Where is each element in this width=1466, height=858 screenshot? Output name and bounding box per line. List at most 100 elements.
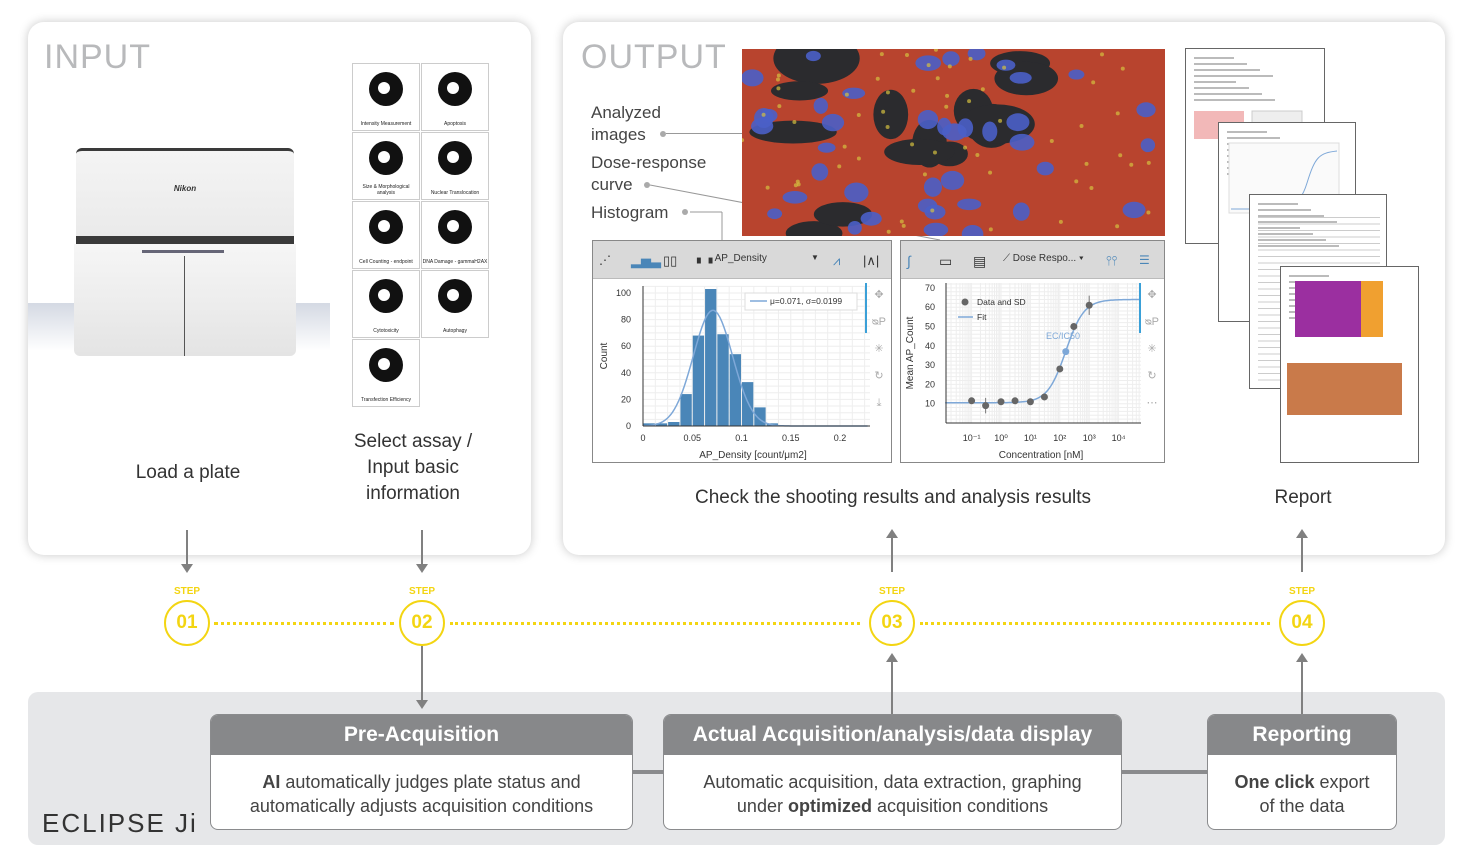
granule bbox=[904, 52, 909, 57]
cell-nucleus bbox=[924, 204, 946, 220]
assay-label: Transfection Efficiency bbox=[360, 397, 412, 403]
granule bbox=[1120, 66, 1125, 71]
leader-dot bbox=[660, 131, 666, 137]
granule bbox=[947, 64, 952, 69]
x-tick-label: 0.1 bbox=[735, 433, 748, 443]
arrow-head bbox=[416, 700, 428, 709]
zoom-icon[interactable]: ᴓP bbox=[872, 316, 886, 328]
error-bar-icon[interactable]: ⫯⫯ bbox=[1106, 253, 1118, 268]
granule bbox=[910, 142, 915, 147]
histogram-bar bbox=[668, 422, 680, 426]
background-gap bbox=[773, 49, 860, 84]
assay-option[interactable]: Autophagy bbox=[421, 270, 489, 338]
output-title: OUTPUT bbox=[581, 38, 727, 76]
granule bbox=[1115, 224, 1120, 229]
label-line: curve bbox=[591, 175, 633, 194]
granule bbox=[998, 118, 1003, 123]
report-page bbox=[1280, 266, 1419, 463]
distribution-fit-icon[interactable]: ⩘ bbox=[833, 253, 841, 268]
cell-nucleus bbox=[847, 221, 862, 235]
chart-type-dropdown[interactable]: ⟋ Dose Respo... ▾ bbox=[1003, 253, 1084, 264]
cell-nucleus bbox=[817, 142, 836, 153]
granule bbox=[926, 63, 931, 68]
scatter-plot-icon[interactable]: ⋰ bbox=[599, 253, 611, 267]
window-icon[interactable]: ▭ bbox=[939, 253, 953, 269]
eclipse-ji-label: ECLIPSE Ji bbox=[42, 808, 198, 838]
x-tick-label: 0.05 bbox=[683, 433, 701, 443]
step-02: 02 bbox=[399, 600, 445, 646]
granule bbox=[1146, 160, 1151, 165]
dotted-arrow-1-2 bbox=[214, 622, 394, 625]
assay-option[interactable]: Cytotoxicity bbox=[352, 270, 420, 338]
reset-icon[interactable]: ✳ bbox=[874, 343, 883, 355]
assay-option[interactable]: Transfection Efficiency bbox=[352, 339, 420, 407]
assay-label: Autophagy bbox=[443, 328, 467, 334]
x-tick-label: 10² bbox=[1053, 433, 1066, 443]
granule bbox=[899, 219, 904, 224]
refresh-icon[interactable]: ↻ bbox=[874, 370, 883, 382]
granule bbox=[930, 208, 935, 213]
load-plate-caption: Load a plate bbox=[135, 462, 241, 483]
arrow-box3-up bbox=[1301, 660, 1303, 714]
dropdown-value: Dose Respo... bbox=[1012, 253, 1077, 264]
granule bbox=[792, 119, 797, 124]
granule bbox=[1074, 179, 1079, 184]
x-axis-label: Concentration [nM] bbox=[999, 450, 1084, 461]
box-title: Actual Acquisition/analysis/data display bbox=[664, 715, 1121, 755]
y-tick-label: 100 bbox=[616, 288, 631, 298]
leader-dot bbox=[644, 182, 650, 188]
cell-icon bbox=[369, 279, 403, 313]
legend-text: Data and SD bbox=[977, 297, 1026, 307]
report-icon[interactable]: ▤ bbox=[973, 253, 987, 269]
assay-option[interactable]: Intensity Measurement bbox=[352, 63, 420, 131]
box-title: Pre-Acquisition bbox=[211, 715, 632, 755]
assay-option[interactable]: Nuclear Translocation bbox=[421, 132, 489, 200]
reset-icon[interactable]: ✳ bbox=[1147, 343, 1156, 355]
cell-icon bbox=[438, 72, 472, 106]
zoom-icon[interactable]: ᴓP bbox=[1145, 316, 1159, 328]
granule bbox=[1129, 162, 1134, 167]
granule bbox=[879, 52, 884, 57]
y-tick-label: 0 bbox=[626, 421, 631, 431]
granule bbox=[988, 227, 993, 232]
granule bbox=[932, 150, 937, 155]
curve-icon[interactable]: |∧| bbox=[863, 253, 880, 268]
histogram-icon[interactable]: ▂▅▃ bbox=[631, 253, 661, 268]
more-icon[interactable]: ⋯ bbox=[1147, 397, 1158, 409]
assay-option[interactable]: DNA Damage - gammaH2AX bbox=[421, 201, 489, 269]
curve-small-icon: ⟋ bbox=[1003, 253, 1013, 264]
granule bbox=[1091, 80, 1096, 85]
assay-option[interactable]: Size & Morphological analysis bbox=[352, 132, 420, 200]
assay-label: DNA Damage - gammaH2AX bbox=[422, 259, 488, 265]
download-icon[interactable]: ⤓ bbox=[877, 397, 882, 409]
granule bbox=[875, 76, 880, 81]
cell-nucleus bbox=[813, 97, 828, 114]
refresh-icon[interactable]: ↻ bbox=[1147, 370, 1156, 382]
move-icon[interactable]: ✥ bbox=[874, 289, 883, 301]
granule bbox=[935, 76, 940, 81]
line-chart-icon[interactable]: ∫ bbox=[907, 253, 911, 269]
legend-icon[interactable]: ☰ bbox=[1139, 253, 1150, 267]
data-point bbox=[1070, 323, 1078, 330]
nikon-device-image: Nikon bbox=[74, 148, 296, 358]
cell-nucleus bbox=[967, 49, 986, 61]
granule bbox=[944, 104, 949, 109]
chevron-down-icon[interactable]: ▼ bbox=[811, 253, 819, 262]
background-gap bbox=[771, 81, 829, 101]
cell-icon bbox=[438, 279, 472, 313]
background-gap bbox=[884, 138, 955, 165]
cell-nucleus bbox=[1036, 161, 1054, 176]
histogram-bar bbox=[680, 394, 692, 426]
variable-dropdown[interactable]: ▖▗ AP_Density bbox=[697, 253, 767, 264]
bar-chart-icon[interactable]: ▯▯ bbox=[663, 253, 678, 268]
y-tick-label: 20 bbox=[925, 379, 935, 389]
assay-option[interactable]: Cell Counting - endpoint bbox=[352, 201, 420, 269]
assay-label: Nuclear Translocation bbox=[430, 190, 480, 196]
move-icon[interactable]: ✥ bbox=[1147, 289, 1156, 301]
step-01: 01 bbox=[164, 600, 210, 646]
y-tick-label: 20 bbox=[621, 394, 631, 404]
assay-option[interactable]: Apoptosis bbox=[421, 63, 489, 131]
